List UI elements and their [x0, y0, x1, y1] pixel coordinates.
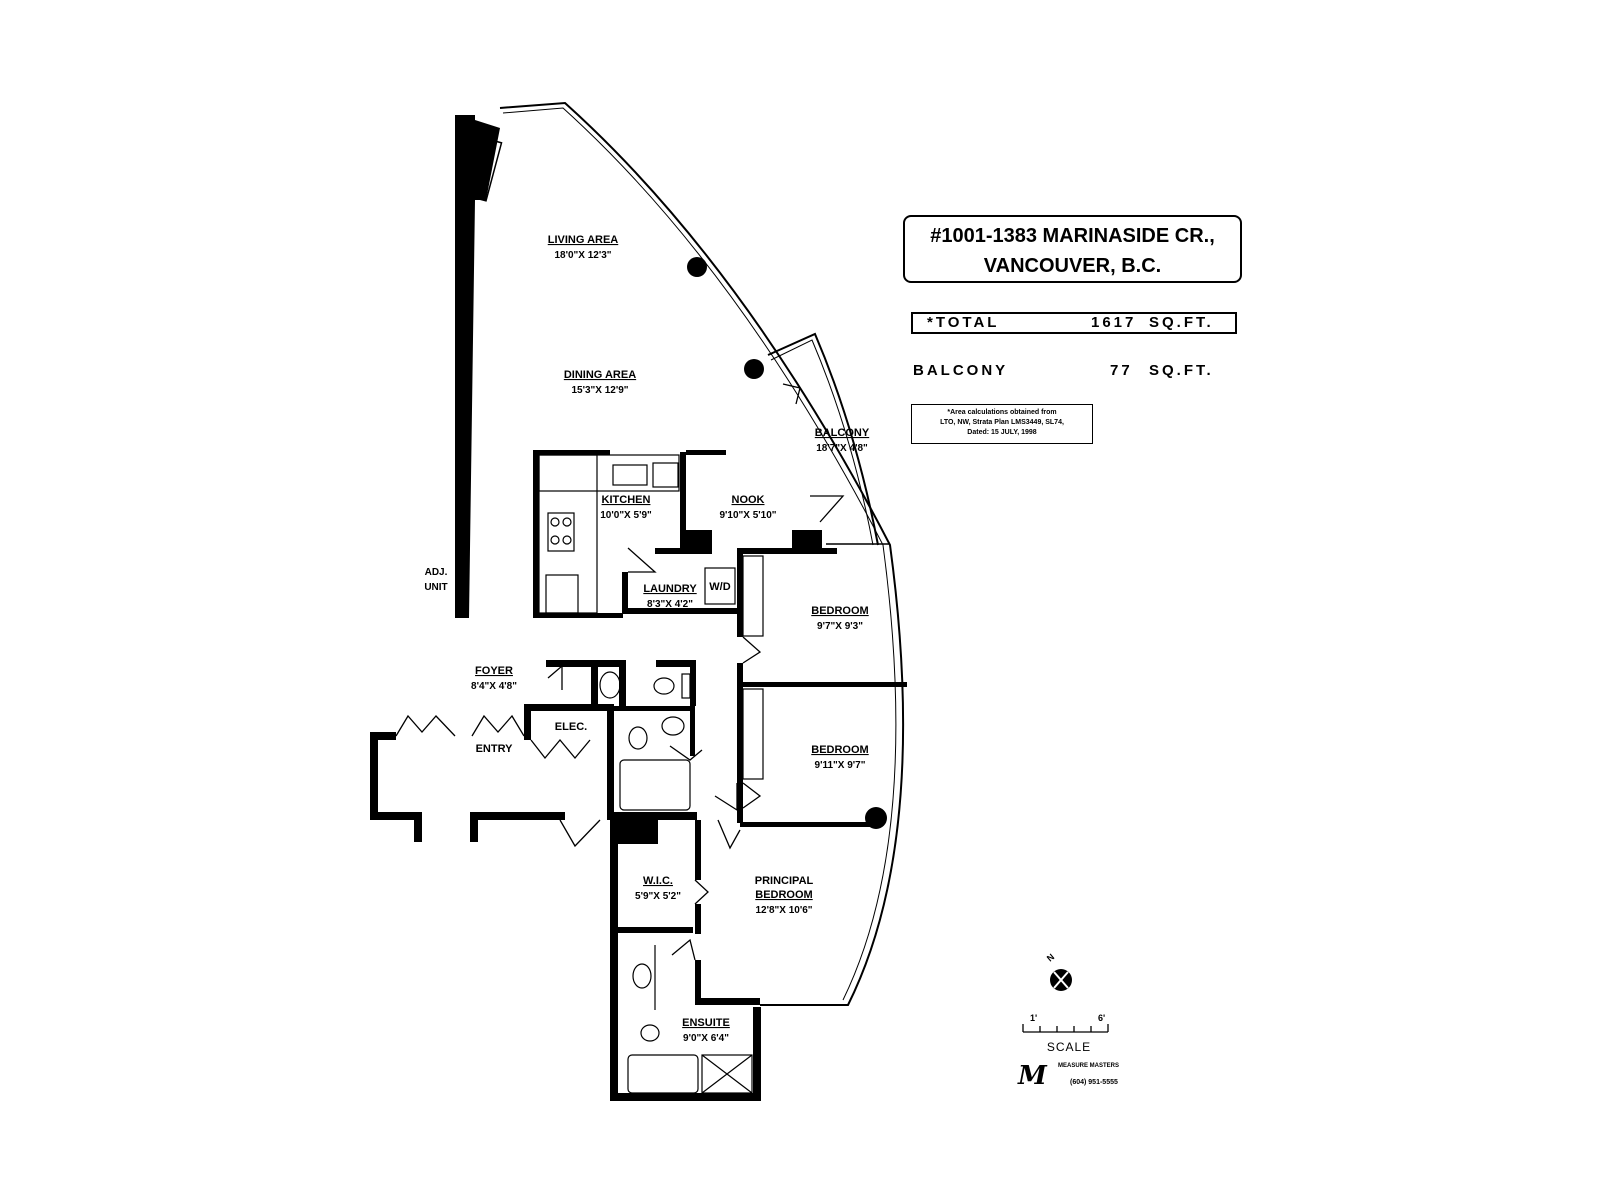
- nook-dims: 9'10"X 5'10": [719, 510, 776, 521]
- bedroom-1-name: BEDROOM: [811, 605, 868, 617]
- kitchen-name: KITCHEN: [602, 494, 651, 506]
- total-area-box: *TOTAL 1617 SQ.FT.: [911, 312, 1237, 334]
- balcony-name: BALCONY: [815, 427, 870, 439]
- fixtures: [538, 454, 764, 1094]
- bedroom-1-dims: 9'7"X 9'3": [817, 621, 863, 632]
- note-line-1: *Area calculations obtained from: [947, 409, 1057, 416]
- address-line-1: #1001-1383 MARINASIDE CR.,: [930, 225, 1215, 247]
- logo-phone: (604) 951-5555: [1070, 1079, 1118, 1086]
- scale-end-label: 6': [1098, 1013, 1106, 1023]
- scale-label: SCALE: [1046, 1040, 1092, 1054]
- room-labels: LIVING AREA 18'0"X 12'3" DINING AREA 15'…: [424, 234, 870, 1044]
- balcony-area-unit: SQ.FT.: [1149, 362, 1214, 379]
- scale-bar: [1022, 1024, 1109, 1033]
- bedroom-2-dims: 9'11"X 9'7": [815, 760, 866, 771]
- door-swings: [395, 383, 845, 961]
- logo-company-name: MEASURE MASTERS: [1058, 1063, 1120, 1069]
- walls: [370, 115, 907, 1101]
- balcony-area-row: BALCONY 77 SQ.FT.: [913, 362, 1239, 382]
- ensuite-dims: 9'0"X 6'4": [683, 1033, 729, 1044]
- laundry-dims: 8'3"X 4'2": [647, 599, 693, 610]
- note-line-2: LTO, NW, Strata Plan LMS3449, SL74,: [940, 419, 1064, 426]
- wic-name: W.I.C.: [643, 875, 673, 887]
- balcony-area-label: BALCONY: [913, 362, 1009, 379]
- adjacent-unit-line2: UNIT: [424, 582, 447, 593]
- dining-area-name: DINING AREA: [564, 369, 636, 381]
- compass-icon: N: [1045, 952, 1072, 991]
- company-logo: M MEASURE MASTERS (604) 951-5555: [1018, 1061, 1178, 1095]
- living-area-dims: 18'0"X 12'3": [554, 250, 611, 261]
- scale-start-label: 1': [1030, 1013, 1038, 1023]
- total-area-unit: SQ.FT.: [1149, 314, 1214, 331]
- address-line-2: VANCOUVER, B.C.: [983, 255, 1162, 277]
- nook-name: NOOK: [732, 494, 765, 506]
- adjacent-unit-line1: ADJ.: [425, 567, 448, 578]
- area-calculation-note: *Area calculations obtained from LTO, NW…: [911, 404, 1093, 444]
- kitchen-dims: 10'0"X 5'9": [600, 510, 652, 521]
- wic-dims: 5'9"X 5'2": [635, 891, 681, 902]
- foyer-name: FOYER: [475, 665, 513, 677]
- living-area-name: LIVING AREA: [548, 234, 619, 246]
- entry-name: ENTRY: [476, 743, 514, 755]
- principal-bedroom-name-2: BEDROOM: [755, 889, 812, 901]
- principal-bedroom-dims: 12'8"X 10'6": [755, 905, 812, 916]
- balcony-area-value: 77: [1110, 362, 1133, 379]
- foyer-dims: 8'4"X 4'8": [471, 681, 517, 692]
- balcony-dims: 18'7"X 4'8": [816, 443, 868, 454]
- total-area-label: *TOTAL: [927, 314, 1000, 331]
- principal-bedroom-name-1: PRINCIPAL: [755, 875, 814, 887]
- elec-name: ELEC.: [555, 721, 587, 733]
- washer-dryer-label: W/D: [709, 581, 730, 593]
- note-line-3: Dated: 15 JULY, 1998: [967, 429, 1037, 436]
- compass-north-label: N: [1045, 952, 1056, 964]
- address-title-box: #1001-1383 MARINASIDE CR., VANCOUVER, B.…: [903, 215, 1242, 283]
- total-area-value: 1617: [1091, 314, 1137, 331]
- bedroom-2-name: BEDROOM: [811, 744, 868, 756]
- window-glazing: [471, 101, 905, 1006]
- dining-area-dims: 15'3"X 12'9": [571, 385, 628, 396]
- logo-mark: M: [1018, 1061, 1047, 1091]
- ensuite-name: ENSUITE: [682, 1017, 730, 1029]
- laundry-name: LAUNDRY: [643, 583, 697, 595]
